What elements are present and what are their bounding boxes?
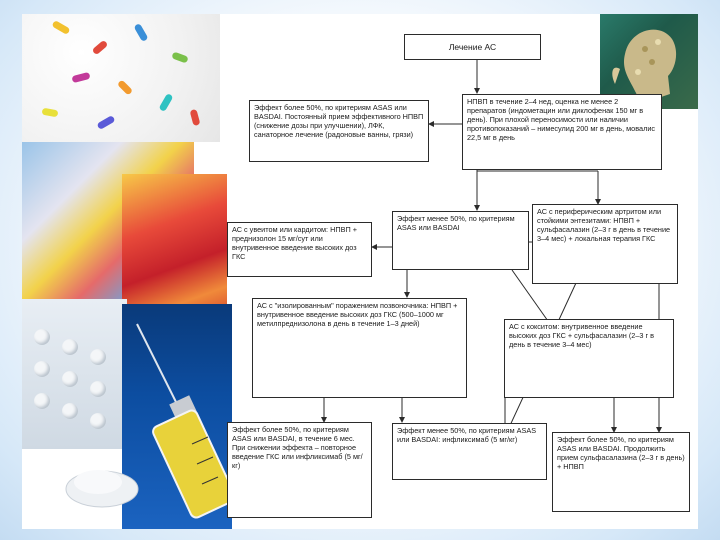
powder-icon [65, 470, 139, 508]
effect-less-50-mid-box: Эффект менее 50%, по критериям ASAS или … [392, 211, 529, 270]
nsaid-start-box: НПВП в течение 2–4 нед, оценка не менее … [462, 94, 662, 170]
head-of-pills-photo [600, 14, 698, 109]
uveitis-box: АС с увеитом или кардитом: НПВП + предни… [227, 222, 372, 277]
slide: Лечение АС НПВП в течение 2–4 нед, оценк… [22, 14, 698, 529]
powder-heap-photo [62, 444, 142, 514]
head-profile-icon [612, 29, 677, 104]
syringe-icon [136, 323, 232, 519]
result-mid-box: Эффект менее 50%, по критериям ASAS или … [392, 423, 547, 480]
effect-more-50-top-box: Эффект более 50%, по критериям ASAS или … [249, 100, 429, 162]
peripheral-arthritis-box: АС с периферическим артритом или стойким… [532, 204, 678, 284]
red-capsules-photo [122, 174, 227, 324]
result-right-box: Эффект более 50%, по критериям ASAS или … [552, 432, 690, 512]
coxitis-box: АС с кокситом: внутривенное введение выс… [504, 319, 674, 398]
syringe-photo [122, 304, 232, 529]
isolated-spine-box: АС с "изолированным" поражением позвоноч… [252, 298, 467, 398]
blister-pack-photo [22, 299, 127, 449]
falling-pills-photo [22, 14, 220, 142]
title-box: Лечение АС [404, 34, 541, 60]
result-left-box: Эффект более 50%, по критериям ASAS или … [227, 422, 372, 518]
